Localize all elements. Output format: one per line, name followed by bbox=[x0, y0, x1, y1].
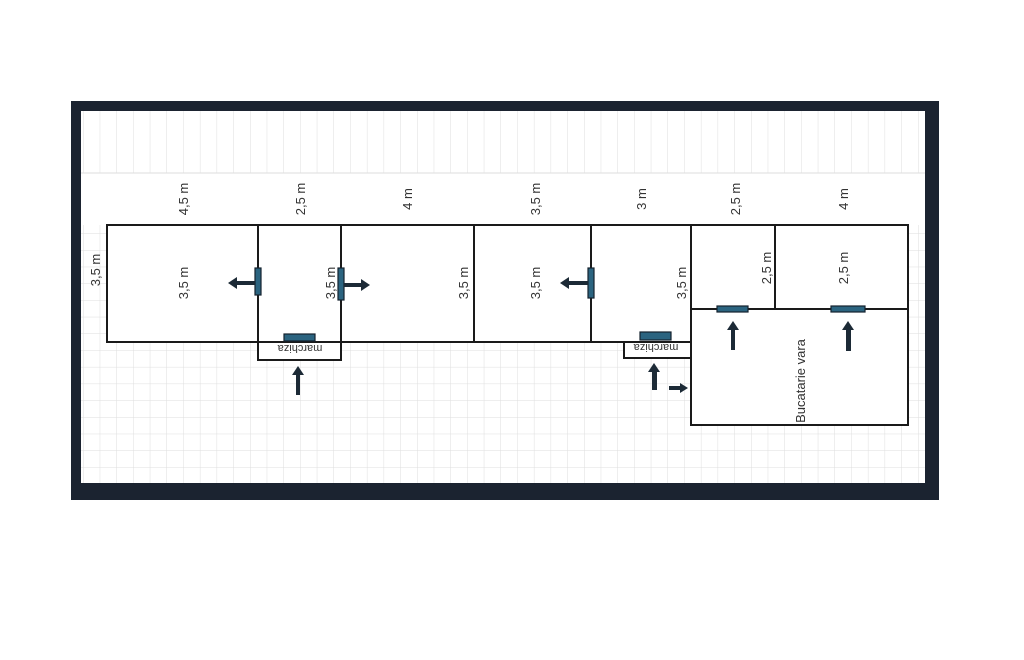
porch-label: marchiza bbox=[277, 342, 323, 354]
grid-top-band bbox=[81, 111, 925, 173]
room-height-label: 3,5 m bbox=[674, 267, 689, 300]
door bbox=[283, 333, 316, 342]
dimension-label: 4 m bbox=[400, 188, 415, 210]
door bbox=[639, 331, 672, 341]
door bbox=[587, 267, 595, 299]
porch-label: marchiza bbox=[633, 341, 679, 353]
dimension-label: 3 m bbox=[634, 188, 649, 210]
kitchen-label: Bucatarie vara bbox=[793, 338, 808, 423]
arrow-left-icon bbox=[228, 277, 255, 289]
arrow-up-icon bbox=[292, 366, 304, 395]
room-height-label: 3,5 m bbox=[323, 267, 338, 300]
dimension-label: 4 m bbox=[836, 188, 851, 210]
door bbox=[254, 267, 262, 296]
summer-kitchen bbox=[690, 308, 909, 426]
arrow-up-icon bbox=[727, 321, 739, 350]
arrow-left-icon bbox=[560, 277, 588, 289]
door bbox=[716, 305, 749, 313]
arrow-right-icon bbox=[344, 279, 370, 291]
dimension-label: 2,5 m bbox=[728, 183, 743, 216]
room-6 bbox=[690, 224, 776, 310]
porch-2 bbox=[623, 341, 692, 359]
room-height-label: 3,5 m bbox=[528, 267, 543, 300]
dimension-label: 3,5 m bbox=[528, 183, 543, 216]
porch-1 bbox=[257, 341, 342, 361]
room-height-label: 2,5 m bbox=[759, 252, 774, 285]
room-height-label: 2,5 m bbox=[836, 252, 851, 285]
arrow-up-icon bbox=[842, 321, 854, 351]
room-height-label: 3,5 m bbox=[176, 267, 191, 300]
door bbox=[830, 305, 866, 313]
room-height-label: 3,5 m bbox=[456, 267, 471, 300]
dimension-label: 4,5 m bbox=[176, 183, 191, 216]
dimension-label: 3,5 m bbox=[88, 254, 103, 287]
dimension-label: 2,5 m bbox=[293, 183, 308, 216]
arrow-right-icon bbox=[669, 383, 688, 393]
door bbox=[337, 267, 345, 301]
arrow-up-icon bbox=[648, 363, 660, 390]
room-7 bbox=[774, 224, 909, 310]
